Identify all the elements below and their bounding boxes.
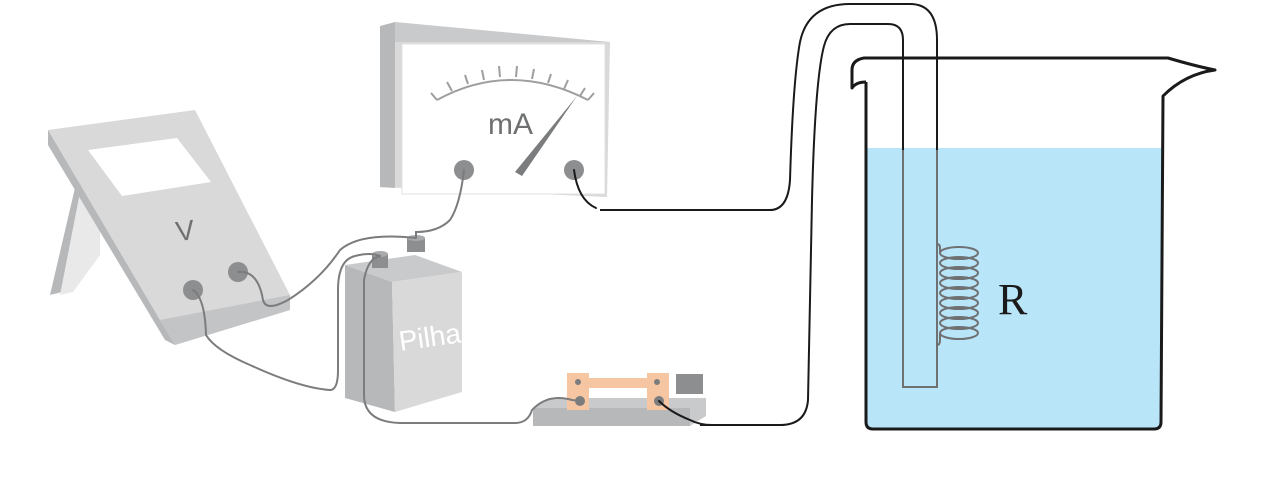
battery: Pilha	[345, 235, 463, 412]
wire-ammeter-battery	[415, 169, 465, 239]
voltmeter-screen	[88, 138, 211, 196]
switch-handle	[676, 374, 703, 394]
wires	[192, 169, 713, 426]
beaker-outline	[850, 56, 1217, 431]
wire-voltmeter-battery-negative	[192, 253, 381, 392]
beaker	[850, 56, 1217, 431]
ammeter: mA	[380, 22, 610, 197]
wire-switch-tube	[658, 400, 713, 426]
wire-voltmeter-battery-positive	[237, 235, 417, 307]
resistor-coil	[936, 243, 979, 346]
ammeter-label: mA	[488, 108, 533, 141]
ammeter-scale	[430, 65, 595, 101]
ammeter-needle	[515, 96, 577, 176]
knife-switch	[533, 373, 706, 426]
resistor-label: R	[998, 275, 1028, 324]
water	[866, 148, 1163, 429]
wire-ammeter-tube	[573, 169, 597, 209]
voltmeter: V	[48, 110, 290, 345]
wire-battery-switch	[363, 255, 581, 424]
immersion-tube	[600, 3, 938, 426]
voltmeter-label: V	[174, 214, 197, 247]
